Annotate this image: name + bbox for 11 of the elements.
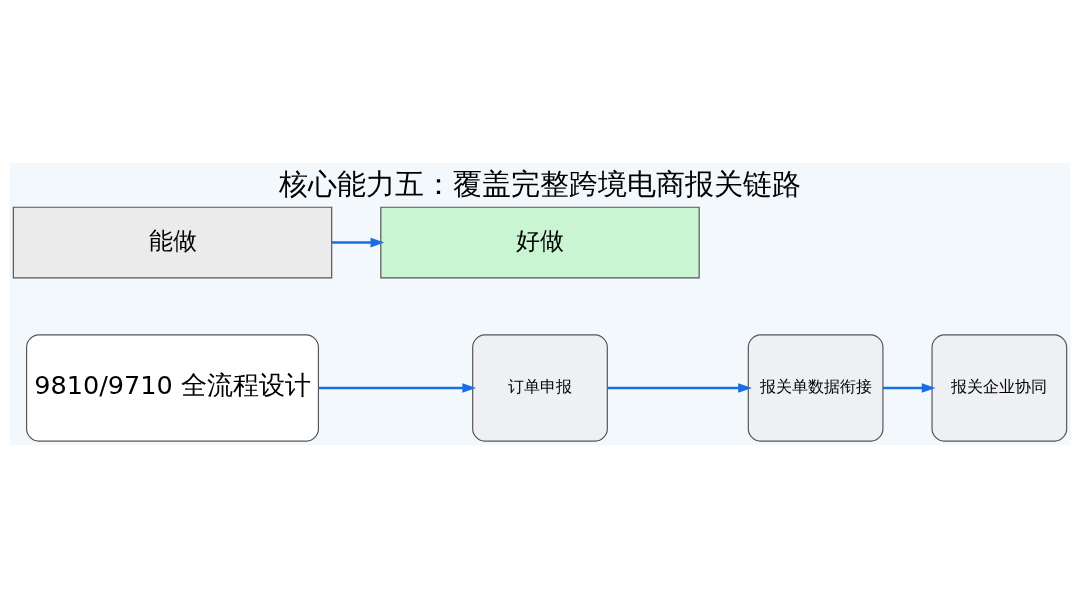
node-box: 能做 [12,206,333,279]
node-box: 好做 [380,206,700,279]
arrow [883,382,936,393]
arrow [331,237,385,247]
node-box: 订单申报 [472,333,608,442]
diagram-title: 核心能力五：覆盖完整跨境电商报关链路 [279,166,801,201]
node-box: 9810/9710 全流程设计 [26,333,319,442]
arrow [318,382,477,393]
arrow [607,382,752,393]
node-box: 报关单数据衔接 [747,333,884,442]
node-box: 报关企业协同 [931,333,1068,442]
